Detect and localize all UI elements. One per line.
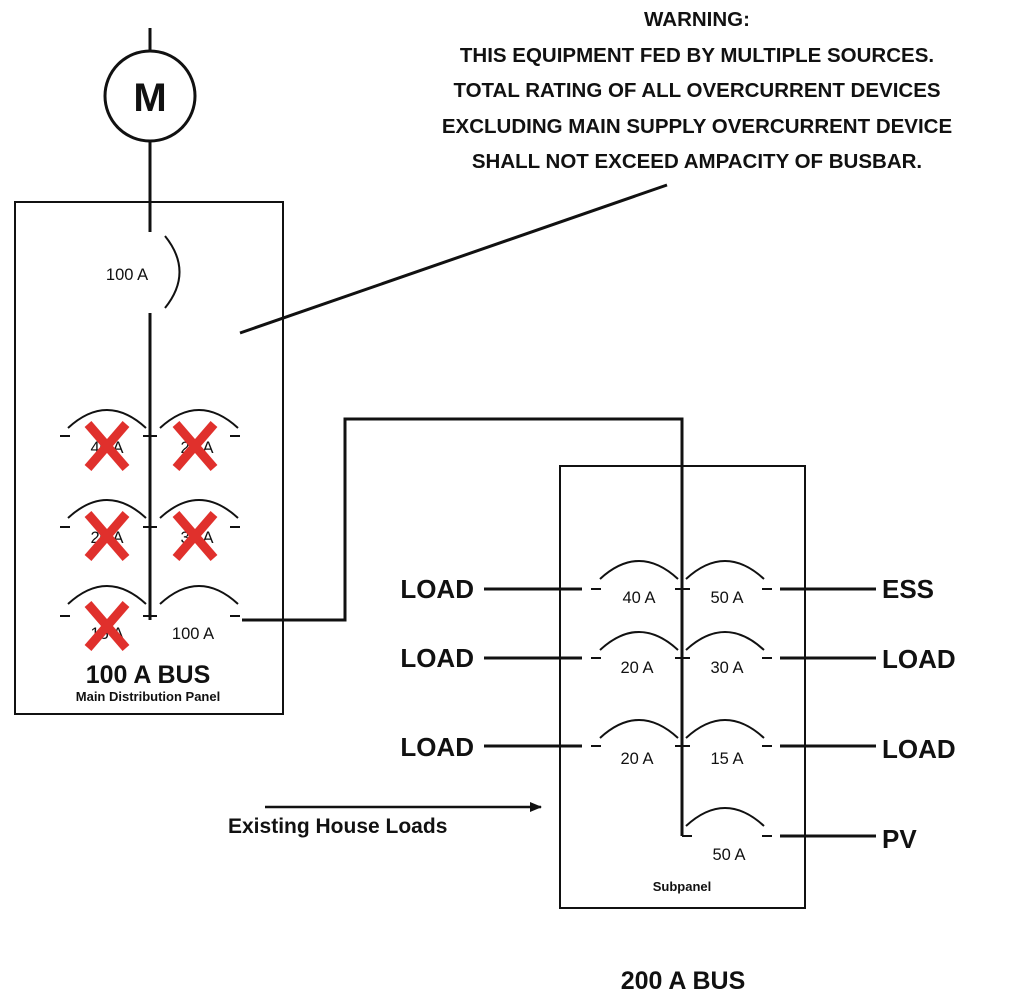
breaker-arc-icon (159, 409, 239, 429)
warning-line-2: TOTAL RATING OF ALL OVERCURRENT DEVICES (453, 79, 940, 102)
breaker-arc-icon (685, 560, 765, 580)
warning-line-1: THIS EQUIPMENT FED BY MULTIPLE SOURCES. (460, 44, 934, 67)
main-breaker-icon (164, 235, 181, 309)
breaker-arc-icon (685, 807, 765, 827)
subpanel-bus-label: 200 A BUS (621, 967, 746, 995)
warning-heading: WARNING: (644, 8, 750, 31)
breaker-arc-icon (159, 499, 239, 519)
subpanel-breaker-left-label: 20 A (620, 750, 653, 768)
subpanel-breaker-right-label: 50 A (712, 846, 745, 864)
breaker-arc-icon (685, 631, 765, 651)
removed-breaker-x-icon (172, 421, 218, 471)
subpanel-row-1: 40 A 50 A LOAD ESS (400, 560, 934, 607)
circuit-label-left: LOAD (400, 643, 474, 673)
breaker-arc-icon (599, 719, 679, 739)
subpanel-row-3: 20 A 15 A LOAD LOAD (400, 719, 956, 768)
warning-leader-line (239, 183, 668, 335)
removed-breaker-x-icon (84, 511, 130, 561)
removed-breaker-x-icon (84, 601, 130, 651)
warning-label: WARNING: THIS EQUIPMENT FED BY MULTIPLE … (442, 8, 952, 173)
subpanel-breaker-right-label: 15 A (710, 750, 743, 768)
subpanel-breaker-left-label: 40 A (622, 589, 655, 607)
subpanel-breaker-right-label: 30 A (710, 659, 743, 677)
warning-line-3: EXCLUDING MAIN SUPPLY OVERCURRENT DEVICE (442, 115, 952, 138)
subpanel-name: Subpanel (653, 879, 712, 894)
subpanel-breaker-right-label: 50 A (710, 589, 743, 607)
feeder-to-subpanel-line (242, 417, 684, 836)
breaker-arc-icon (599, 560, 679, 580)
main-distribution-panel (14, 201, 284, 715)
circuit-label-right: LOAD (882, 734, 956, 764)
breaker-arc-icon (159, 585, 239, 605)
main-breaker-label: 100 A (106, 266, 148, 284)
circuit-label-left: LOAD (400, 574, 474, 604)
removed-breaker-x-icon (84, 421, 130, 471)
breaker-arc-icon (67, 585, 147, 605)
breaker-arc-icon (685, 719, 765, 739)
breaker-arc-icon (67, 409, 147, 429)
main-breaker-right-label: 100 A (172, 625, 214, 643)
circuit-label-right: ESS (882, 574, 934, 604)
main-bus-label: 100 A BUS (86, 661, 211, 689)
removed-breaker-x-icon (172, 511, 218, 561)
breaker-arc-icon (599, 631, 679, 651)
main-panel-name: Main Distribution Panel (76, 689, 220, 704)
subpanel-row-2: 20 A 30 A LOAD LOAD (400, 631, 956, 677)
warning-line-4: SHALL NOT EXCEED AMPACITY OF BUSBAR. (472, 150, 922, 173)
subpanel (559, 465, 806, 909)
circuit-label-right: LOAD (882, 644, 956, 674)
existing-house-loads-label: Existing House Loads (228, 815, 447, 838)
meter-label: M (133, 76, 166, 120)
circuit-label-left: LOAD (400, 732, 474, 762)
subpanel-row-4: 50 A PV (682, 807, 917, 864)
subpanel-breaker-left-label: 20 A (620, 659, 653, 677)
breaker-arc-icon (67, 499, 147, 519)
circuit-label-right: PV (882, 824, 917, 854)
